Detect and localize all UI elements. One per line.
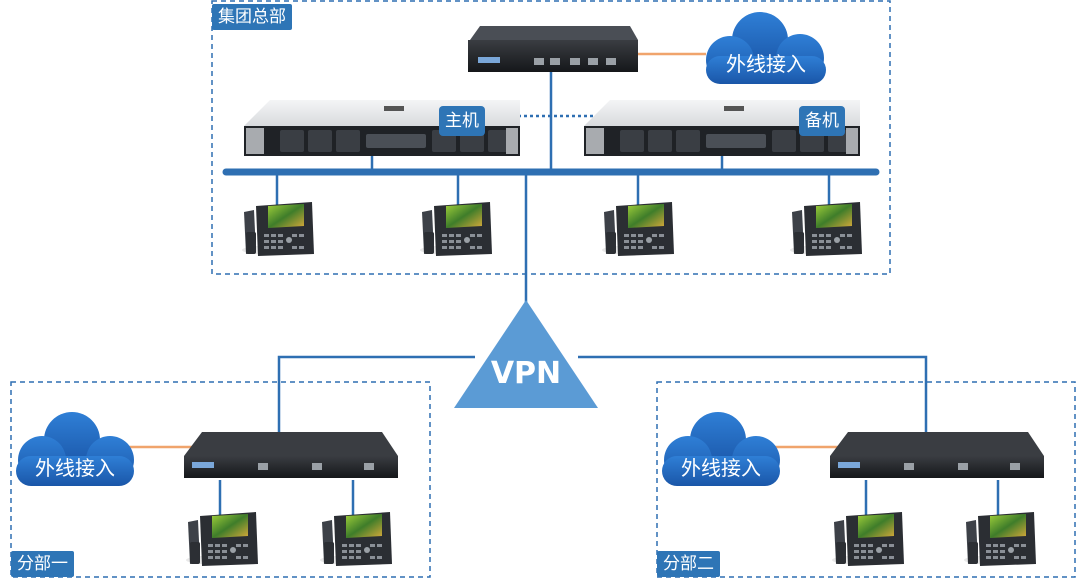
branch2-external-label: 外线接入	[681, 456, 761, 480]
backup-server-label: 备机	[799, 106, 845, 136]
hq-gateway-icon	[468, 26, 638, 72]
hq-cloud-icon	[706, 12, 826, 84]
branch1-cloud-icon	[16, 412, 134, 486]
hq-zone-border	[211, 0, 891, 275]
branch1-zone-border	[10, 381, 431, 578]
hq-phone-1-icon	[242, 202, 314, 256]
primary-server-label: 主机	[439, 106, 485, 136]
branch2-phone-2-icon	[964, 512, 1036, 566]
vpn-triangle	[454, 300, 598, 408]
branch1-external-label: 外线接入	[35, 456, 115, 480]
branch2-cloud-icon	[662, 412, 780, 486]
branch2-gateway-icon	[830, 432, 1044, 478]
vpn-label: VPN	[490, 356, 562, 391]
hq-phone-3-icon	[602, 202, 674, 256]
branch1-zone-label: 分部一	[11, 551, 74, 577]
branch2-zone-border	[656, 381, 1076, 578]
hq-external-label: 外线接入	[726, 52, 806, 76]
branch1-gateway-icon	[184, 432, 398, 478]
branch2-zone-label: 分部二	[657, 551, 720, 577]
hq-phone-4-icon	[790, 202, 862, 256]
vpn-link-branch1	[277, 355, 475, 433]
hq-phone-2-icon	[420, 202, 492, 256]
branch2-phone-1-icon	[832, 512, 904, 566]
hq-zone-label: 集团总部	[212, 4, 292, 30]
vpn-link-branch2	[578, 355, 928, 433]
branch1-phone-2-icon	[320, 512, 392, 566]
branch1-phone-1-icon	[186, 512, 258, 566]
